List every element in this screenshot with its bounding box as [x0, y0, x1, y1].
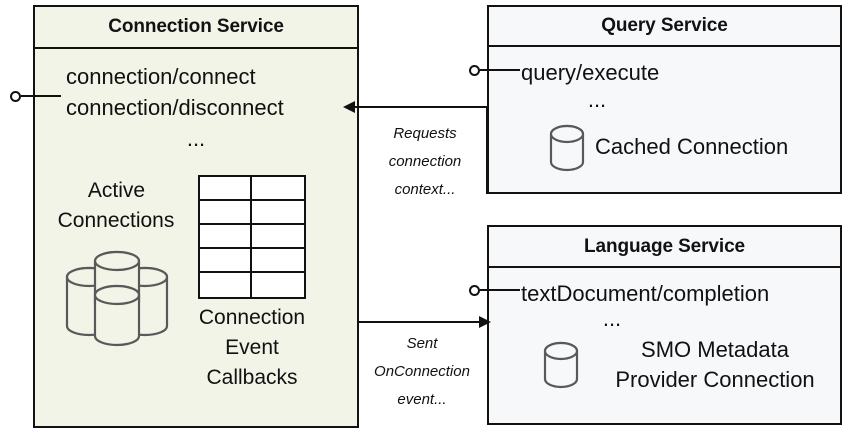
connection-service-interface-stem [21, 95, 61, 97]
cached-connection-label: Cached Connection [595, 134, 789, 159]
query-to-connection-label-line2: connection [388, 153, 462, 170]
language-service-titlebar: Language Service [489, 227, 840, 268]
connection-to-language-arrowhead [479, 316, 491, 328]
connection-event-callbacks-table-icon [198, 175, 306, 299]
callbacks-label-line2: Event [225, 336, 279, 359]
connection-service-ellipsis: ... [186, 126, 206, 151]
active-connections-label-line2: Connections [57, 209, 175, 232]
active-connections-label-line1: Active [87, 179, 146, 202]
query-service-operation-0: query/execute [521, 60, 660, 85]
query-service-interface-icon[interactable] [469, 65, 480, 76]
table-cell [200, 201, 252, 225]
query-to-connection-arrowhead [343, 101, 355, 113]
language-service-interface-stem [480, 289, 520, 291]
table-cell [200, 177, 252, 201]
connection-service-operation-0: connection/connect [66, 64, 256, 89]
language-service-title: Language Service [489, 227, 840, 268]
table-cell [200, 225, 252, 249]
query-to-connection-vertical-segment [486, 106, 488, 194]
table-cell [252, 177, 304, 201]
connection-service-titlebar: Connection Service [35, 7, 357, 49]
smo-metadata-label-line2: Provider Connection [615, 367, 815, 392]
table-cell [252, 273, 304, 297]
callbacks-label-line1: Connection [198, 306, 306, 329]
smo-metadata-provider-cylinder-icon [540, 341, 582, 389]
query-service-interface-stem [480, 69, 520, 71]
table-cell [252, 249, 304, 273]
query-service-title: Query Service [489, 7, 840, 47]
callbacks-label-line3: Callbacks [206, 366, 298, 389]
active-connections-cylinder-group-icon [56, 249, 178, 347]
connection-to-language-label-line3: event... [397, 391, 447, 408]
query-to-connection-label-line1: Requests [393, 125, 457, 142]
connection-to-language-label-line1: Sent [406, 335, 438, 352]
query-to-connection-horizontal-segment [355, 106, 487, 108]
language-service-interface-icon[interactable] [469, 285, 480, 296]
table-cell [252, 201, 304, 225]
component-query-service[interactable]: Query Service [487, 5, 842, 194]
connection-to-language-horizontal-segment [357, 321, 484, 323]
query-service-titlebar: Query Service [489, 7, 840, 47]
connection-service-operation-1: connection/disconnect [66, 95, 284, 120]
connection-to-language-label-line2: OnConnection [374, 363, 470, 380]
connection-service-interface-icon[interactable] [10, 91, 21, 102]
smo-metadata-label-line1: SMO Metadata [641, 337, 789, 362]
cached-connection-cylinder-icon [546, 124, 588, 172]
table-cell [252, 225, 304, 249]
query-service-ellipsis: ... [587, 87, 607, 112]
language-service-ellipsis: ... [602, 306, 622, 331]
table-cell [200, 249, 252, 273]
connection-service-title: Connection Service [35, 7, 357, 49]
language-service-operation-0: textDocument/completion [521, 281, 770, 306]
query-to-connection-label-line3: context... [394, 181, 456, 198]
table-cell [200, 273, 252, 297]
